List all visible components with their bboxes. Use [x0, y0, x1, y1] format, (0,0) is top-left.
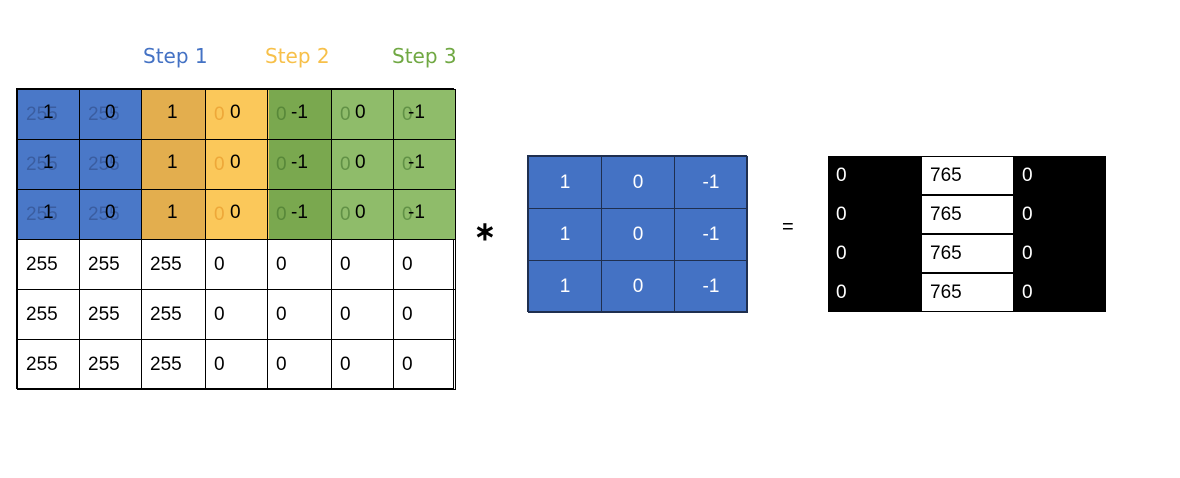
- output-cell: 765: [921, 195, 1014, 234]
- input-cell: 255: [17, 239, 80, 290]
- kernel-cell: 1: [528, 260, 602, 313]
- input-cell: 0: [205, 339, 268, 390]
- input-cell: 255: [141, 339, 206, 390]
- input-cell: 255: [141, 239, 206, 290]
- step-2-label: Step 2: [265, 44, 330, 68]
- kernel-overlay-value: 0: [230, 152, 241, 173]
- kernel-overlay-value: -1: [408, 152, 425, 173]
- kernel-cell: -1: [674, 208, 748, 261]
- kernel-cell: 1: [528, 208, 602, 261]
- input-cell: 0: [267, 239, 332, 290]
- kernel-overlay-value: 1: [43, 102, 54, 123]
- kernel-cell: 0: [601, 260, 675, 313]
- input-cell: 255: [17, 339, 80, 390]
- input-cell: 0: [331, 339, 394, 390]
- output-cell: 765: [921, 156, 1014, 195]
- kernel-overlay-value: -1: [291, 202, 308, 223]
- step-1-label: Step 1: [143, 44, 208, 68]
- step-2-window-left: [141, 89, 205, 239]
- kernel-overlay-value: 1: [43, 152, 54, 173]
- output-cell: 0: [828, 273, 921, 312]
- output-cell: 0: [1014, 273, 1106, 312]
- output-cell: 765: [921, 273, 1014, 312]
- input-cell: 0: [393, 339, 456, 390]
- kernel-overlay-value: 0: [355, 152, 366, 173]
- kernel-overlay-value: -1: [408, 202, 425, 223]
- input-cell: 0: [205, 289, 268, 340]
- output-cell: 0: [828, 195, 921, 234]
- kernel-cell: 0: [601, 208, 675, 261]
- input-cell: 0: [205, 239, 268, 290]
- input-cell: 255: [79, 339, 142, 390]
- kernel-cell: -1: [674, 260, 748, 313]
- kernel-overlay-value: 1: [167, 152, 178, 173]
- output-cell: 0: [828, 156, 921, 195]
- kernel-overlay-value: -1: [291, 152, 308, 173]
- input-cell: 0: [267, 289, 332, 340]
- kernel-overlay-value: 0: [230, 102, 241, 123]
- input-cell: 0: [393, 239, 456, 290]
- output-cell: 765: [921, 234, 1014, 273]
- output-cell: 0: [828, 234, 921, 273]
- output-cell: 0: [1014, 156, 1106, 195]
- equals-operator: =: [782, 216, 794, 238]
- kernel-overlay-value: 0: [230, 202, 241, 223]
- kernel-overlay-value: 1: [43, 202, 54, 223]
- input-cell: 255: [141, 289, 206, 340]
- input-cell: 0: [331, 289, 394, 340]
- kernel-overlay-value: 0: [105, 152, 116, 173]
- output-cell: 0: [1014, 234, 1106, 273]
- kernel-overlay-value: 0: [355, 202, 366, 223]
- kernel-overlay-value: -1: [291, 102, 308, 123]
- kernel-cell: 0: [601, 156, 675, 209]
- input-cell: 0: [267, 339, 332, 390]
- convolution-operator: ∗: [474, 216, 496, 246]
- output-cell: 0: [1014, 195, 1106, 234]
- kernel-overlay-value: 0: [355, 102, 366, 123]
- step-3-label: Step 3: [392, 44, 457, 68]
- input-cell: 0: [393, 289, 456, 340]
- kernel-overlay-value: 0: [105, 102, 116, 123]
- input-cell: 255: [79, 289, 142, 340]
- input-cell: 0: [331, 239, 394, 290]
- kernel-cell: 1: [528, 156, 602, 209]
- input-cell: 255: [79, 239, 142, 290]
- input-cell: 255: [17, 289, 80, 340]
- kernel-cell: -1: [674, 156, 748, 209]
- kernel-overlay-value: 0: [105, 202, 116, 223]
- kernel-overlay-value: -1: [408, 102, 425, 123]
- step-2-window-right: [205, 89, 269, 239]
- kernel-overlay-value: 1: [167, 202, 178, 223]
- kernel-overlay-value: 1: [167, 102, 178, 123]
- input-matrix: 2552552550000255255255000025525525500002…: [16, 88, 456, 390]
